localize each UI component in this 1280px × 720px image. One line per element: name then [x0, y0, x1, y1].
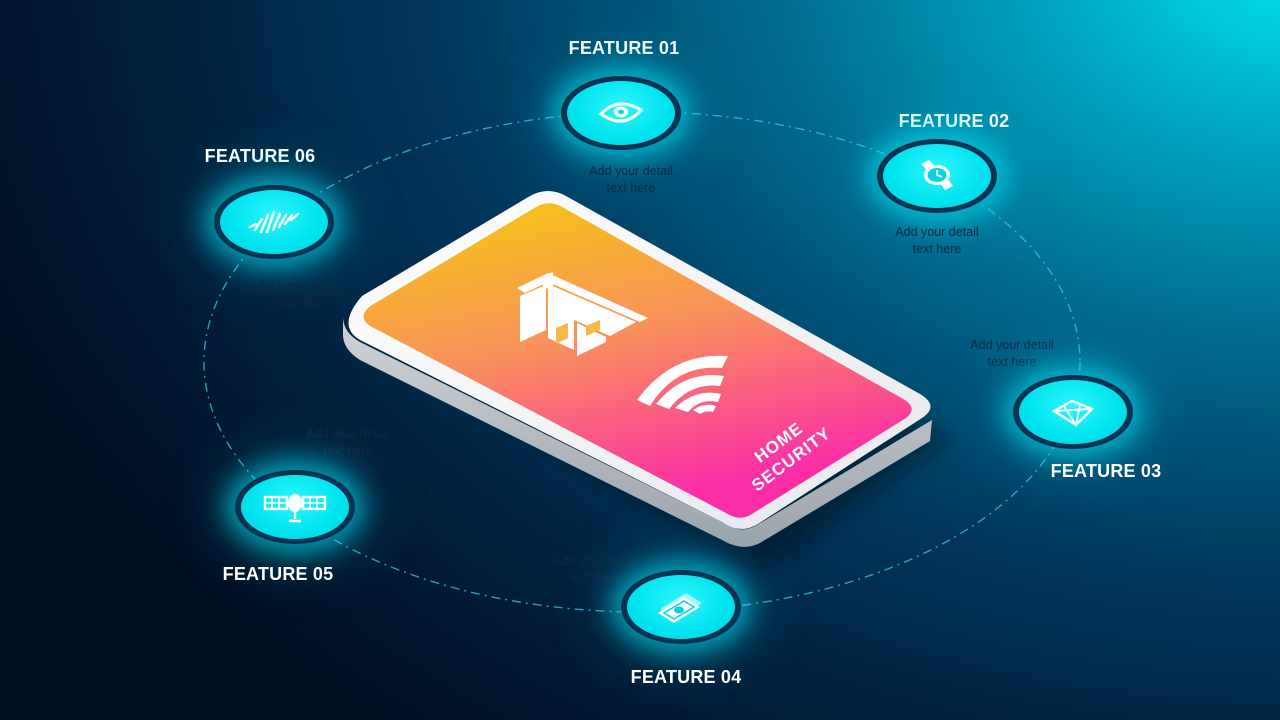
- feature-02-node[interactable]: [877, 139, 997, 213]
- feature-03-label: FEATURE 03: [1050, 461, 1162, 481]
- feature-06-node[interactable]: [214, 185, 334, 259]
- phone-screen: [363, 203, 912, 518]
- feature-02-detail: Add your detail text here: [895, 225, 979, 256]
- feature-04-label: FEATURE 04: [630, 667, 742, 687]
- feature-05-node[interactable]: [235, 470, 355, 544]
- diamond-icon: [1051, 399, 1095, 427]
- feature-01-detail: Add your detail text here: [589, 164, 673, 195]
- house-icon: [517, 272, 648, 356]
- feature-03-detail: Add your detail text here: [970, 338, 1054, 369]
- eye-icon: [598, 102, 644, 123]
- feature-05-label: FEATURE 05: [222, 564, 334, 584]
- feature-03-node[interactable]: [1013, 375, 1133, 449]
- feature-04-node[interactable]: [621, 570, 741, 644]
- watch-icon: [921, 160, 953, 190]
- feature-02-label: FEATURE 02: [898, 111, 1010, 131]
- wifi-icon: [637, 355, 728, 414]
- feature-01-label: FEATURE 01: [568, 38, 680, 58]
- feature-05-detail: Add your detail text here: [306, 427, 390, 458]
- feature-01-node[interactable]: [561, 76, 681, 150]
- satellite-icon: [263, 494, 327, 523]
- feature-04-detail: Add your detail text here: [553, 554, 637, 585]
- feature-06-detail: Add your detail text here: [258, 278, 342, 309]
- signal-wave-icon: [248, 210, 300, 234]
- money-icon: [658, 593, 702, 623]
- feature-06-label: FEATURE 06: [204, 146, 316, 166]
